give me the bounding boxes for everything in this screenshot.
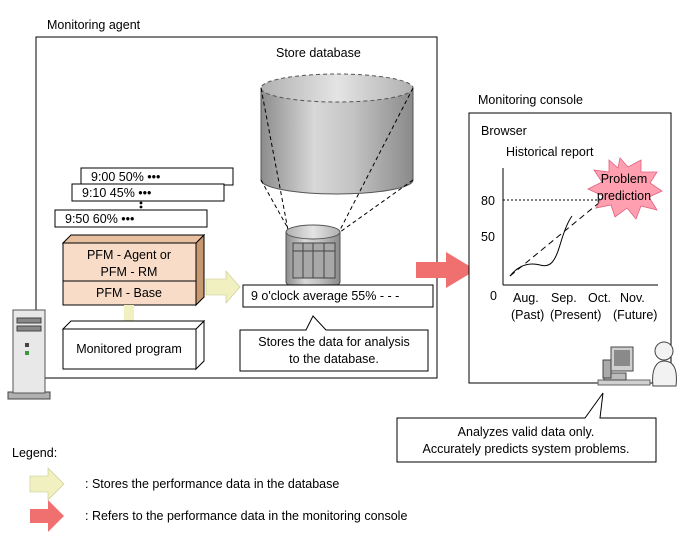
problem-prediction-burst	[587, 157, 663, 220]
agent-callout-line2: to the database.	[289, 352, 379, 366]
pfm-base-label: PFM - Base	[96, 286, 162, 300]
legend-store-text: : Stores the performance data in the dat…	[85, 477, 339, 491]
legend-title: Legend:	[12, 446, 57, 460]
pfm-box	[61, 233, 206, 307]
data-record-3: 9:50 60% •••	[54, 209, 208, 228]
x-period-future: (Future)	[613, 308, 657, 322]
y-tick-0: 0	[490, 289, 497, 303]
person-at-computer-icon	[597, 341, 677, 387]
x-month-sep: Sep.	[551, 291, 577, 305]
browser-label: Browser	[481, 124, 527, 138]
small-database-icon	[285, 224, 341, 290]
average-record-box	[242, 284, 434, 308]
pfm-agent-label-line2: PFM - RM	[101, 265, 158, 279]
monitored-program-label: Monitored program	[76, 342, 182, 356]
data-record-1: 9:00 50% •••	[80, 167, 234, 186]
monitoring-agent-title: Monitoring agent	[47, 18, 141, 32]
actual-data-curve	[509, 215, 573, 277]
historical-chart: 80 50 0 Aug. Sep. Oct. Nov. (Past) (Pres…	[481, 168, 658, 322]
data-record-3-text: 9:50 60% •••	[65, 212, 134, 226]
store-database	[260, 73, 414, 233]
problem-prediction-line2: prediction	[597, 189, 651, 203]
legend-refer-arrow	[30, 500, 64, 532]
x-period-present: (Present)	[550, 308, 601, 322]
x-month-nov: Nov.	[620, 291, 645, 305]
agent-callout	[239, 315, 429, 372]
monitored-program-box	[61, 319, 206, 371]
legend-store-arrow	[29, 467, 65, 501]
store-arrow	[205, 270, 241, 304]
agent-callout-line1: Stores the data for analysis	[258, 335, 409, 349]
historical-report-label: Historical report	[506, 145, 594, 159]
y-tick-50: 50	[481, 230, 495, 244]
pfm-agent-label-line1: PFM - Agent or	[87, 248, 171, 262]
data-record-2: 9:10 45% •••	[71, 183, 225, 202]
console-callout-line2: Accurately predicts system problems.	[422, 442, 629, 456]
y-tick-80: 80	[481, 194, 495, 208]
data-record-1-text: 9:00 50% •••	[91, 170, 160, 184]
console-callout-line1: Analyzes valid data only.	[458, 425, 595, 439]
server-computer-icon	[7, 309, 51, 400]
console-callout	[396, 392, 657, 463]
x-month-aug: Aug.	[513, 291, 539, 305]
store-database-label: Store database	[276, 46, 361, 60]
problem-prediction-line1: Problem	[601, 172, 648, 186]
legend-refer-text: : Refers to the performance data in the …	[85, 509, 407, 523]
x-month-oct: Oct.	[588, 291, 611, 305]
refer-arrow	[416, 252, 476, 288]
data-record-2-text: 9:10 45% •••	[82, 186, 151, 200]
monitoring-console-title: Monitoring console	[478, 93, 583, 107]
average-record-text: 9 o'clock average 55% - - -	[251, 289, 399, 303]
x-period-past: (Past)	[511, 308, 544, 322]
pfm-connector	[124, 305, 134, 321]
